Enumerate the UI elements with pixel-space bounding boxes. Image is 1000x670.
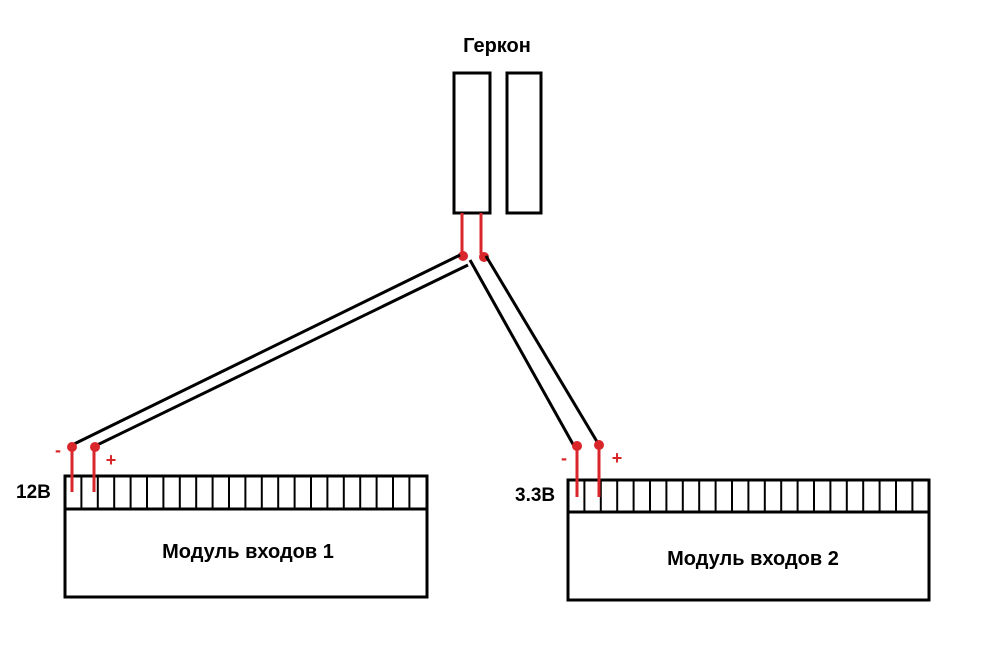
module-2-plus-sign: + — [612, 448, 623, 468]
input-module-2: - + 3.3В Модуль входов 2 — [515, 440, 931, 602]
module-1-plus-sign: + — [106, 450, 117, 470]
reed-terminal-left — [458, 251, 468, 261]
reed-switch-contact-right — [505, 71, 543, 215]
module-1-terminal-strip — [80, 476, 411, 509]
module-1-plus-terminal — [90, 442, 100, 452]
module-2-minus-terminal — [572, 441, 582, 451]
reed-switch-contact-left — [452, 71, 492, 215]
module-2-voltage: 3.3В — [515, 485, 555, 506]
wire-to-module-1 — [69, 253, 469, 449]
module-1-minus-sign: - — [55, 440, 61, 460]
module-2-plus-terminal — [594, 440, 604, 450]
reed-switch: Геркон — [452, 35, 543, 262]
module-2-minus-sign: - — [561, 448, 567, 468]
input-module-1: - + 12В Модуль входов 1 — [16, 440, 429, 599]
module-1-label: Модуль входов 1 — [162, 541, 334, 563]
module-2-terminal-strip — [583, 480, 914, 512]
reed-switch-label: Геркон — [463, 35, 531, 57]
module-1-voltage: 12В — [16, 482, 51, 503]
module-2-label: Модуль входов 2 — [667, 548, 839, 570]
module-1-minus-terminal — [67, 442, 77, 452]
wire-to-module-2 — [468, 255, 601, 447]
